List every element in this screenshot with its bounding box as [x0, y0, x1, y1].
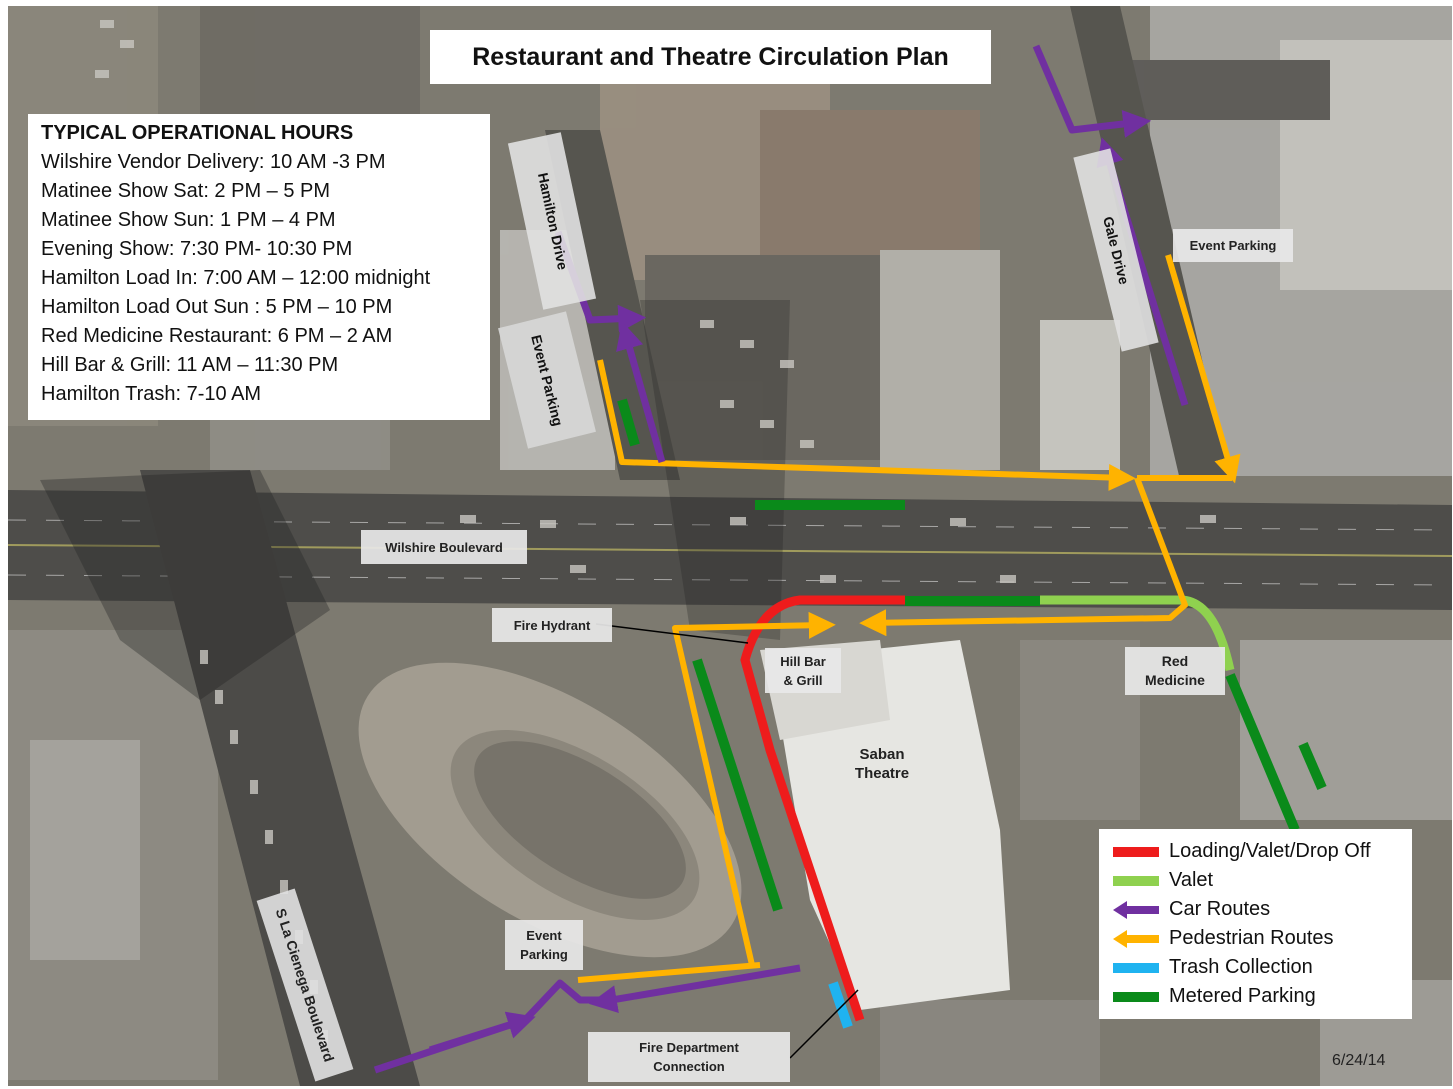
hours-line: Evening Show: 7:30 PM- 10:30 PM	[41, 238, 353, 260]
hours-heading: TYPICAL OPERATIONAL HOURS	[41, 122, 354, 144]
hours-line: Wilshire Vendor Delivery: 10 AM -3 PM	[41, 151, 386, 173]
legend-item: Valet	[1113, 866, 1412, 895]
map-title: Restaurant and Theatre Circulation Plan	[430, 30, 991, 84]
tower-shadow	[40, 470, 330, 700]
event-parking-gale-label: Event Parking	[1173, 229, 1293, 262]
saban-theatre-label: Saban Theatre	[854, 746, 910, 782]
hours-line: Hamilton Load In: 7:00 AM – 12:00 midnig…	[41, 267, 431, 289]
hours-line: Matinee Show Sat: 2 PM – 5 PM	[41, 180, 331, 202]
red-medicine-label: Red Medicine	[1125, 647, 1225, 695]
event-parking-south-label: Event Parking	[505, 920, 583, 970]
legend: Loading/Valet/Drop Off Valet Car Routes …	[1099, 829, 1412, 1019]
pedestrian-route-arrow-icon	[1113, 929, 1159, 948]
legend-item: Loading/Valet/Drop Off	[1113, 837, 1412, 866]
hours-line: Matinee Show Sun: 1 PM – 4 PM	[41, 209, 336, 231]
legend-item: Pedestrian Routes	[1113, 924, 1412, 953]
legend-item: Trash Collection	[1113, 953, 1412, 982]
pedestrian-routes	[577, 254, 1241, 983]
oval-building	[358, 662, 742, 958]
operational-hours-panel: TYPICAL OPERATIONAL HOURS Wilshire Vendo…	[28, 114, 490, 420]
fire-dept-leader	[789, 989, 859, 1059]
legend-item: Car Routes	[1113, 895, 1412, 924]
hours-line: Red Medicine Restaurant: 6 PM – 2 AM	[41, 325, 393, 347]
loading-valet-route	[740, 595, 905, 1022]
legend-swatch-valet	[1113, 875, 1159, 886]
metered-parking	[617, 398, 1327, 912]
hours-line: Hill Bar & Grill: 11 AM – 11:30 PM	[41, 354, 339, 376]
legend-swatch-trash	[1113, 962, 1159, 973]
fire-hydrant-label: Fire Hydrant	[492, 608, 612, 642]
hill-bar-grill-label: Hill Bar & Grill	[765, 648, 841, 693]
fire-hydrant-leader	[595, 623, 749, 644]
la-cienega-road	[140, 470, 420, 1086]
hours-line: Hamilton Load Out Sun : 5 PM – 10 PM	[41, 296, 393, 318]
hours-line: Hamilton Trash: 7-10 AM	[41, 383, 262, 405]
legend-swatch-loading	[1113, 846, 1159, 857]
date-stamp: 6/24/14	[1332, 1052, 1386, 1069]
car-route-arrow-icon	[1113, 900, 1159, 919]
legend-item: Metered Parking	[1113, 982, 1412, 1011]
fire-department-connection-label: Fire Department Connection	[588, 1032, 790, 1082]
wilshire-boulevard-label: Wilshire Boulevard	[361, 530, 527, 564]
legend-swatch-metered	[1113, 991, 1159, 1002]
trash-collection-zone	[828, 981, 853, 1029]
